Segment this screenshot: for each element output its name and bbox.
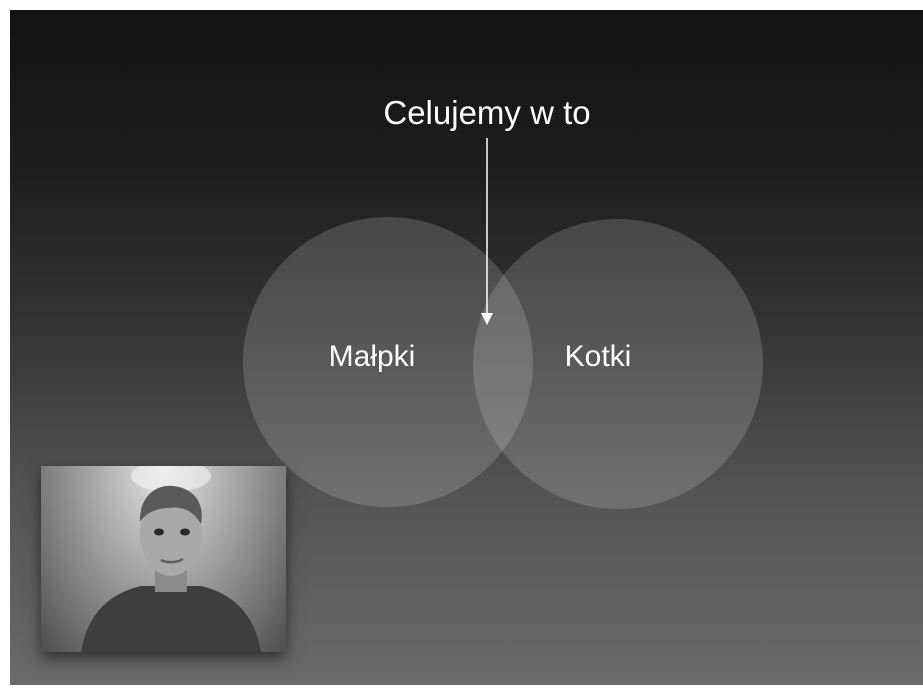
right-circle-label: Kotki bbox=[565, 340, 632, 373]
venn-diagram: Celujemy w to Małpki Kotki bbox=[243, 94, 763, 509]
venn-circle-malpki bbox=[243, 217, 533, 507]
presenter-video-thumbnail bbox=[41, 466, 286, 652]
annotation-label: Celujemy w to bbox=[383, 94, 590, 131]
left-circle-label: Małpki bbox=[329, 340, 416, 373]
presenter-silhouette-icon bbox=[81, 466, 261, 652]
presentation-slide: Celujemy w to Małpki Kotki bbox=[10, 10, 923, 685]
venn-circle-kotki bbox=[473, 219, 763, 509]
